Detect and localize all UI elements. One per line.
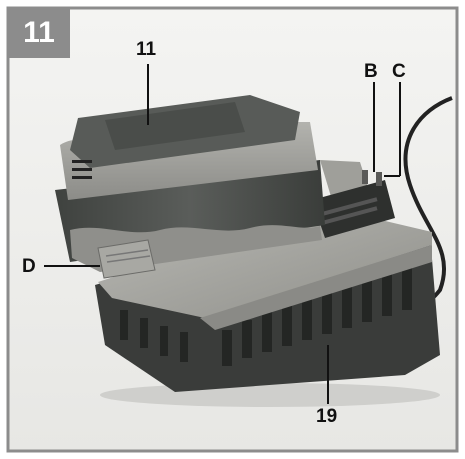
callout-release-button-label: D	[22, 256, 36, 277]
callout-battery-label: 11	[136, 39, 157, 60]
release-button-icon	[97, 239, 156, 279]
battery-pack	[55, 95, 325, 272]
leader-lines	[44, 64, 401, 404]
callout-led-c-label: C	[392, 61, 406, 82]
charger-base	[95, 160, 440, 392]
figure-number-badge: 11	[8, 8, 70, 58]
shadow	[100, 383, 440, 407]
callout-led-b-label: B	[364, 61, 378, 82]
indicator-leds-icon	[362, 170, 382, 186]
callout-charger-label: 19	[316, 406, 338, 427]
frame-border	[6, 6, 459, 453]
